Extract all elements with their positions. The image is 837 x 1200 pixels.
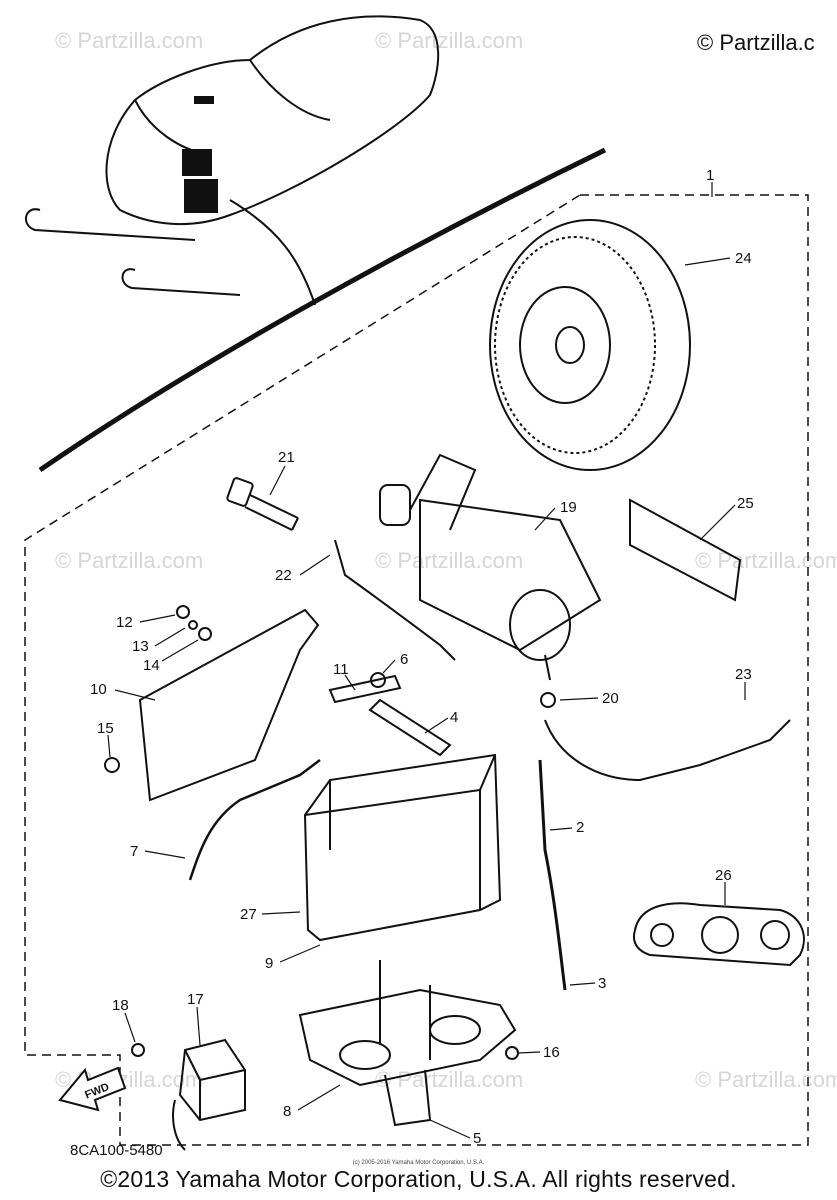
- washer-14: [198, 627, 212, 641]
- assembly-boundary: [24, 194, 809, 1146]
- cover-26-hole: [760, 920, 790, 950]
- callout-16: 16: [543, 1044, 560, 1061]
- callout-21: 21: [278, 449, 295, 466]
- starter-motor: [379, 453, 602, 681]
- nut-20: [540, 692, 556, 708]
- cover-26-hole: [650, 923, 674, 947]
- band-5: [384, 1069, 432, 1127]
- watermark: © Partzilla.com: [695, 548, 837, 573]
- callout-15: 15: [97, 720, 114, 737]
- callout-20: 20: [602, 690, 619, 707]
- callout-8: 8: [283, 1103, 291, 1120]
- callout-9: 9: [265, 955, 273, 972]
- battery-cable-7: [188, 759, 321, 881]
- nut-6: [370, 672, 386, 688]
- callout-11: 11: [333, 661, 349, 678]
- lead-wire-23: [544, 719, 791, 782]
- watermark: © Partzilla.com: [375, 28, 523, 53]
- breather-hose-2: [538, 759, 567, 991]
- callout-7: 7: [130, 843, 138, 860]
- watermark: © Partzilla.com: [375, 548, 523, 573]
- bolt-21: [226, 477, 299, 531]
- callout-13: 13: [132, 638, 149, 655]
- watermark: © Partzilla.com: [695, 1067, 837, 1092]
- callout-3: 3: [598, 975, 606, 992]
- bracket-11: [328, 674, 402, 704]
- flywheel: [489, 219, 691, 471]
- callout-22: 22: [275, 567, 292, 584]
- callout-27: 27: [240, 906, 257, 923]
- plate-10: [138, 608, 320, 802]
- callout-12: 12: [116, 614, 133, 631]
- callout-2: 2: [576, 819, 584, 836]
- watermark: © Partzilla.com: [55, 28, 203, 53]
- fwd-arrow-icon: FWD: [58, 1066, 127, 1112]
- callout-17: 17: [187, 991, 204, 1008]
- top-copyright: © Partzilla.c: [697, 30, 815, 55]
- callout-24: 24: [735, 250, 752, 267]
- callout-19: 19: [560, 499, 577, 516]
- callout-18: 18: [112, 997, 129, 1014]
- callout-5: 5: [473, 1130, 481, 1147]
- nut-15: [104, 757, 120, 773]
- divider-line: [38, 147, 607, 473]
- bolt-16: [505, 1046, 519, 1060]
- watermark: © Partzilla.com: [55, 548, 203, 573]
- callout-25: 25: [737, 495, 754, 512]
- cover-26-hole: [701, 916, 739, 954]
- lead-wire-22: [334, 539, 456, 661]
- leader-lines: [107, 182, 746, 1139]
- band-4: [368, 698, 452, 757]
- battery: [303, 753, 502, 942]
- cover-26: [632, 902, 805, 967]
- snowmobile-illustration: [25, 15, 440, 306]
- footer-small-print: (c) 2005-2016 Yamaha Motor Corporation, …: [352, 1160, 485, 1166]
- starter-relay-17: [172, 1038, 246, 1151]
- callout-23: 23: [735, 666, 752, 683]
- callout-14: 14: [143, 657, 160, 674]
- part-25-block: [629, 498, 742, 602]
- callout-6: 6: [400, 651, 408, 668]
- washer-13: [188, 620, 198, 630]
- callout-1: 1: [706, 167, 714, 184]
- callout-26: 26: [715, 867, 732, 884]
- diagram-code: 8CA100-5480: [70, 1142, 163, 1159]
- screw-18: [131, 1043, 145, 1057]
- footer-copyright: ©2013 Yamaha Motor Corporation, U.S.A. A…: [100, 1166, 737, 1192]
- battery-tray-8: [298, 960, 517, 1087]
- callout-10: 10: [90, 681, 107, 698]
- screw-12: [176, 605, 190, 619]
- watermark: © Partzilla.com: [375, 1067, 523, 1092]
- callout-4: 4: [450, 709, 458, 726]
